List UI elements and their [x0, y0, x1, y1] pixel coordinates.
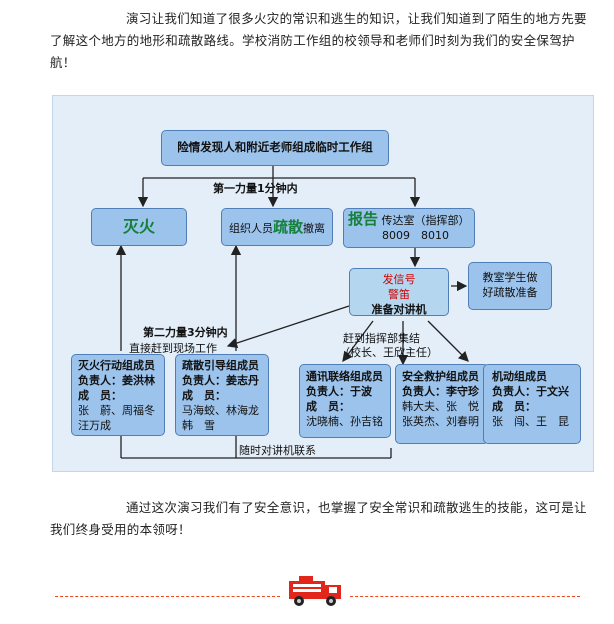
footer-divider-right [350, 596, 580, 597]
team-title: 安全救护组成员 [402, 370, 479, 383]
outro-text: 通过这次演习我们有了安全意识，也掌握了安全常识和疏散逃生的技能，这可是让我们终身… [50, 500, 587, 537]
evacuate-box: 组织人员疏散撤离 [221, 208, 333, 246]
fire-truck-icon [289, 576, 341, 606]
classroom-line2: 好疏散准备 [482, 286, 538, 299]
evacuate-suffix: 撤离 [303, 222, 325, 235]
direct-to-site-label: 直接赶到现场工作 [129, 342, 217, 355]
assemble-label-2: （校长、王欣主任） [339, 346, 438, 359]
team-leader: 负责人：姜志丹 [182, 374, 259, 387]
team-leader: 负责人：姜洪林 [78, 374, 155, 387]
report-phone: 8009 8010 [382, 229, 449, 242]
extinguish-label: 灭火 [122, 217, 155, 236]
evacuate-prefix: 组织人员 [228, 222, 273, 235]
flowchart-arrows [115, 166, 469, 459]
footer-divider-left [55, 596, 280, 597]
team-title: 通讯联络组成员 [306, 370, 383, 383]
signal-box: 发信号 警笛 准备对讲机 [349, 268, 449, 316]
team-title: 机动组成员 [492, 370, 547, 383]
assemble-label-1: 赶到指挥部集结 [343, 332, 420, 345]
evacuate-label: 疏散 [272, 218, 303, 236]
first-force-label: 第一力量1分钟内 [213, 182, 298, 195]
team-box-mobile: 机动组成员 负责人：于文兴 成 员： 张 闯、王 昆 [483, 364, 581, 444]
team-title: 疏散引导组成员 [182, 359, 259, 372]
team-leader: 负责人：于文兴 [492, 385, 569, 398]
signal-line1: 发信号 [382, 273, 416, 286]
temp-work-group-label: 险情发现人和附近老师组成临时工作组 [177, 140, 373, 154]
team-title: 灭火行动组成员 [78, 359, 155, 372]
signal-line2: 警笛 [388, 288, 410, 301]
report-label: 报告 [348, 210, 379, 228]
emergency-flowchart: 险情发现人和附近老师组成临时工作组 第一力量1分钟内 灭火 组织人员疏散撤离 报… [52, 95, 594, 472]
team-leader: 负责人：于波 [306, 385, 372, 398]
outro-paragraph: 通过这次演习我们有了安全意识，也掌握了安全常识和疏散逃生的技能，这可是让我们终身… [50, 497, 595, 541]
intro-paragraph: 演习让我们知道了很多火灾的常识和逃生的知识，让我们知道到了陌生的地方先要了解这个… [50, 8, 595, 74]
team-members-label: 成 员： [182, 389, 226, 402]
second-force-label: 第二力量3分钟内 [143, 326, 228, 339]
team-members-label: 成 员： [492, 400, 536, 413]
signal-line3: 准备对讲机 [371, 303, 427, 316]
walkie-contact-label: 随时对讲机联系 [239, 444, 316, 457]
intro-text: 演习让我们知道了很多火灾的常识和逃生的知识，让我们知道到了陌生的地方先要了解这个… [50, 11, 587, 70]
team-box-fire-action: 灭火行动组成员 负责人：姜洪林 成 员： 张 蔚、周福冬 汪万成 [71, 354, 165, 436]
team-box-safety-rescue: 安全救护组成员 负责人：李守珍 韩大夫、张 悦 张英杰、刘春明 [395, 364, 489, 444]
team-box-communication: 通讯联络组成员 负责人：于波 成 员： 沈晓楠、孙吉铭 [299, 364, 391, 438]
report-box: 报告 传达室（指挥部） 8009 8010 [343, 208, 475, 248]
team-members: 韩大夫、张 悦 张英杰、刘春明 [402, 400, 479, 428]
team-members: 沈晓楠、孙吉铭 [306, 415, 383, 428]
team-members-label: 成 员： [78, 389, 122, 402]
team-leader: 负责人：李守珍 [402, 385, 479, 398]
report-place: 传达室（指挥部） [381, 214, 470, 227]
team-members: 张 蔚、周福冬 汪万成 [78, 404, 155, 432]
extinguish-box: 灭火 [91, 208, 187, 246]
classroom-box: 教室学生做 好疏散准备 [468, 262, 552, 310]
team-box-evacuation-guide: 疏散引导组成员 负责人：姜志丹 成 员： 马海蛟、林海龙 韩 雪 [175, 354, 269, 436]
classroom-line1: 教室学生做 [482, 271, 538, 284]
team-members: 马海蛟、林海龙 韩 雪 [182, 404, 259, 432]
team-members-label: 成 员： [306, 400, 350, 413]
temp-work-group-box: 险情发现人和附近老师组成临时工作组 [161, 130, 389, 166]
team-members: 张 闯、王 昆 [492, 415, 569, 428]
